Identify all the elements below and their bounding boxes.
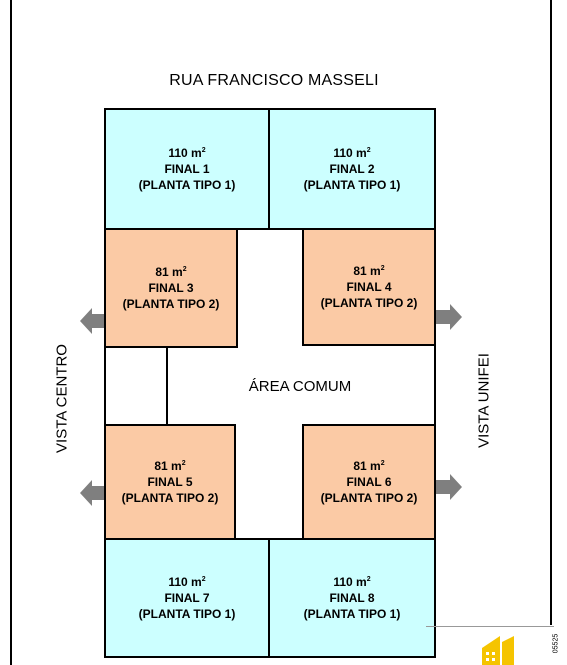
unit-final: FINAL 8 <box>329 591 375 605</box>
arrow-right-icon <box>436 474 462 500</box>
building-logo-icon <box>482 636 514 665</box>
arrow-left-icon <box>80 480 104 506</box>
unit-final-8: 110 m2 FINAL 8 (PLANTA TIPO 1) <box>268 538 436 658</box>
unit-final-7: 110 m2 FINAL 7 (PLANTA TIPO 1) <box>104 538 270 658</box>
corner-code: 05525 <box>552 633 560 654</box>
unit-final: FINAL 2 <box>329 162 375 176</box>
unit-type: (PLANTA TIPO 1) <box>303 178 401 192</box>
unit-type: (PLANTA TIPO 1) <box>303 607 401 621</box>
unit-area: 110 m2 <box>168 575 206 589</box>
frame-left-line <box>10 0 12 665</box>
unit-final-6: 81 m2 FINAL 6 (PLANTA TIPO 2) <box>302 424 436 540</box>
unit-final: FINAL 5 <box>147 475 193 489</box>
unit-final: FINAL 1 <box>164 162 210 176</box>
unit-area: 81 m2 <box>155 265 187 279</box>
unit-final: FINAL 3 <box>148 281 194 295</box>
arrow-left-icon <box>80 308 104 334</box>
unit-area: 110 m2 <box>168 146 206 160</box>
footer-divider-line <box>426 626 554 627</box>
unit-type: (PLANTA TIPO 1) <box>138 178 236 192</box>
unit-area: 81 m2 <box>353 459 385 473</box>
unit-type: (PLANTA TIPO 2) <box>320 296 418 310</box>
unit-final-2: 110 m2 FINAL 2 (PLANTA TIPO 1) <box>268 108 436 230</box>
street-name: RUA FRANCISCO MASSELI <box>169 72 379 89</box>
unit-type: (PLANTA TIPO 1) <box>138 607 236 621</box>
unit-final-1: 110 m2 FINAL 1 (PLANTA TIPO 1) <box>104 108 270 230</box>
arrow-right-icon <box>436 304 462 330</box>
unit-area: 110 m2 <box>333 575 371 589</box>
unit-area: 81 m2 <box>353 264 385 278</box>
unit-final-3: 81 m2 FINAL 3 (PLANTA TIPO 2) <box>104 228 238 348</box>
frame-right-line <box>550 0 552 625</box>
unit-final: FINAL 4 <box>346 280 392 294</box>
unit-type: (PLANTA TIPO 2) <box>320 491 418 505</box>
view-right-label: VISTA UNIFEI <box>475 353 493 448</box>
unit-final-5: 81 m2 FINAL 5 (PLANTA TIPO 2) <box>104 424 236 540</box>
common-area-left-wall <box>166 346 168 426</box>
unit-type: (PLANTA TIPO 2) <box>121 491 219 505</box>
unit-final-4: 81 m2 FINAL 4 (PLANTA TIPO 2) <box>302 228 436 346</box>
unit-type: (PLANTA TIPO 2) <box>122 297 220 311</box>
unit-area: 81 m2 <box>154 459 186 473</box>
view-left-label: VISTA CENTRO <box>53 344 71 453</box>
unit-final: FINAL 7 <box>164 591 210 605</box>
common-area-label: ÁREA COMUM <box>248 378 352 395</box>
unit-final: FINAL 6 <box>346 475 392 489</box>
unit-area: 110 m2 <box>333 146 371 160</box>
